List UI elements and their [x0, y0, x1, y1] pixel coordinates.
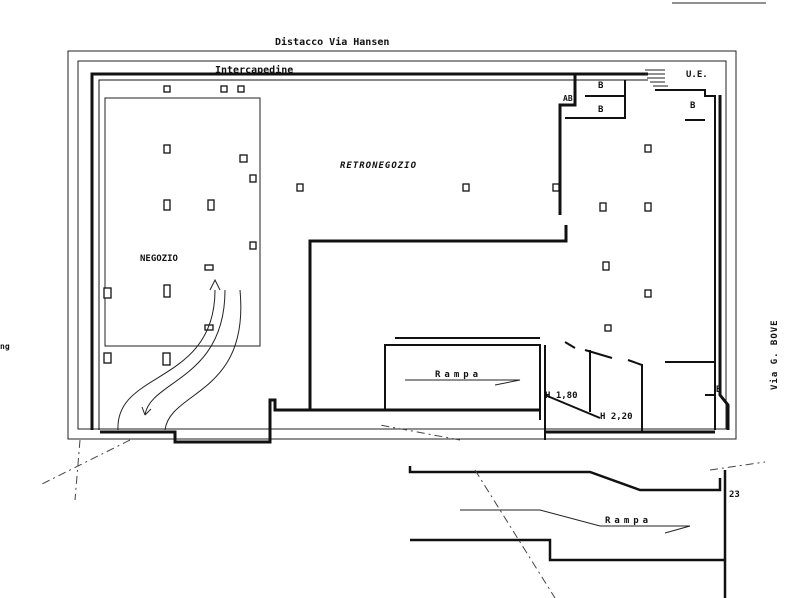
bathroom-label: B: [598, 81, 604, 91]
bathroom-label: B: [716, 385, 722, 395]
emergency-exit-label: U.E.: [686, 70, 708, 80]
shop-area-outline: [104, 97, 261, 347]
back-shop-label: RETRONEGOZIO: [340, 161, 417, 171]
right-street-label: Via G. BOVE: [769, 319, 780, 390]
shop-label: NEGOZIO: [140, 254, 179, 264]
left-edge-label: ng: [0, 342, 10, 351]
ramp-arrow-lower: [460, 509, 691, 534]
cavity-wall: [90, 72, 648, 430]
top-street-label: Distacco Via Hansen: [275, 36, 389, 48]
upper-ramp-label: Rampa: [435, 370, 482, 380]
antibath-label: AB: [563, 94, 573, 103]
number-label: 23: [729, 490, 740, 500]
height-label-2: H 2,20: [600, 412, 633, 422]
lower-ramp-label: Rampa: [605, 516, 652, 526]
height-label-1: H 1,80: [545, 391, 578, 401]
interior-walls: [100, 69, 730, 444]
cavity-label: Intercapedine: [215, 64, 293, 76]
columns: [103, 85, 652, 366]
bathroom-label: B: [598, 105, 604, 115]
shop-curved-ramp: [117, 278, 242, 431]
lower-ramp-walls: [39, 424, 766, 598]
outer-boundary: [67, 50, 737, 440]
bathroom-label: B: [690, 101, 696, 111]
ramp-arrow-upper: [405, 379, 521, 386]
